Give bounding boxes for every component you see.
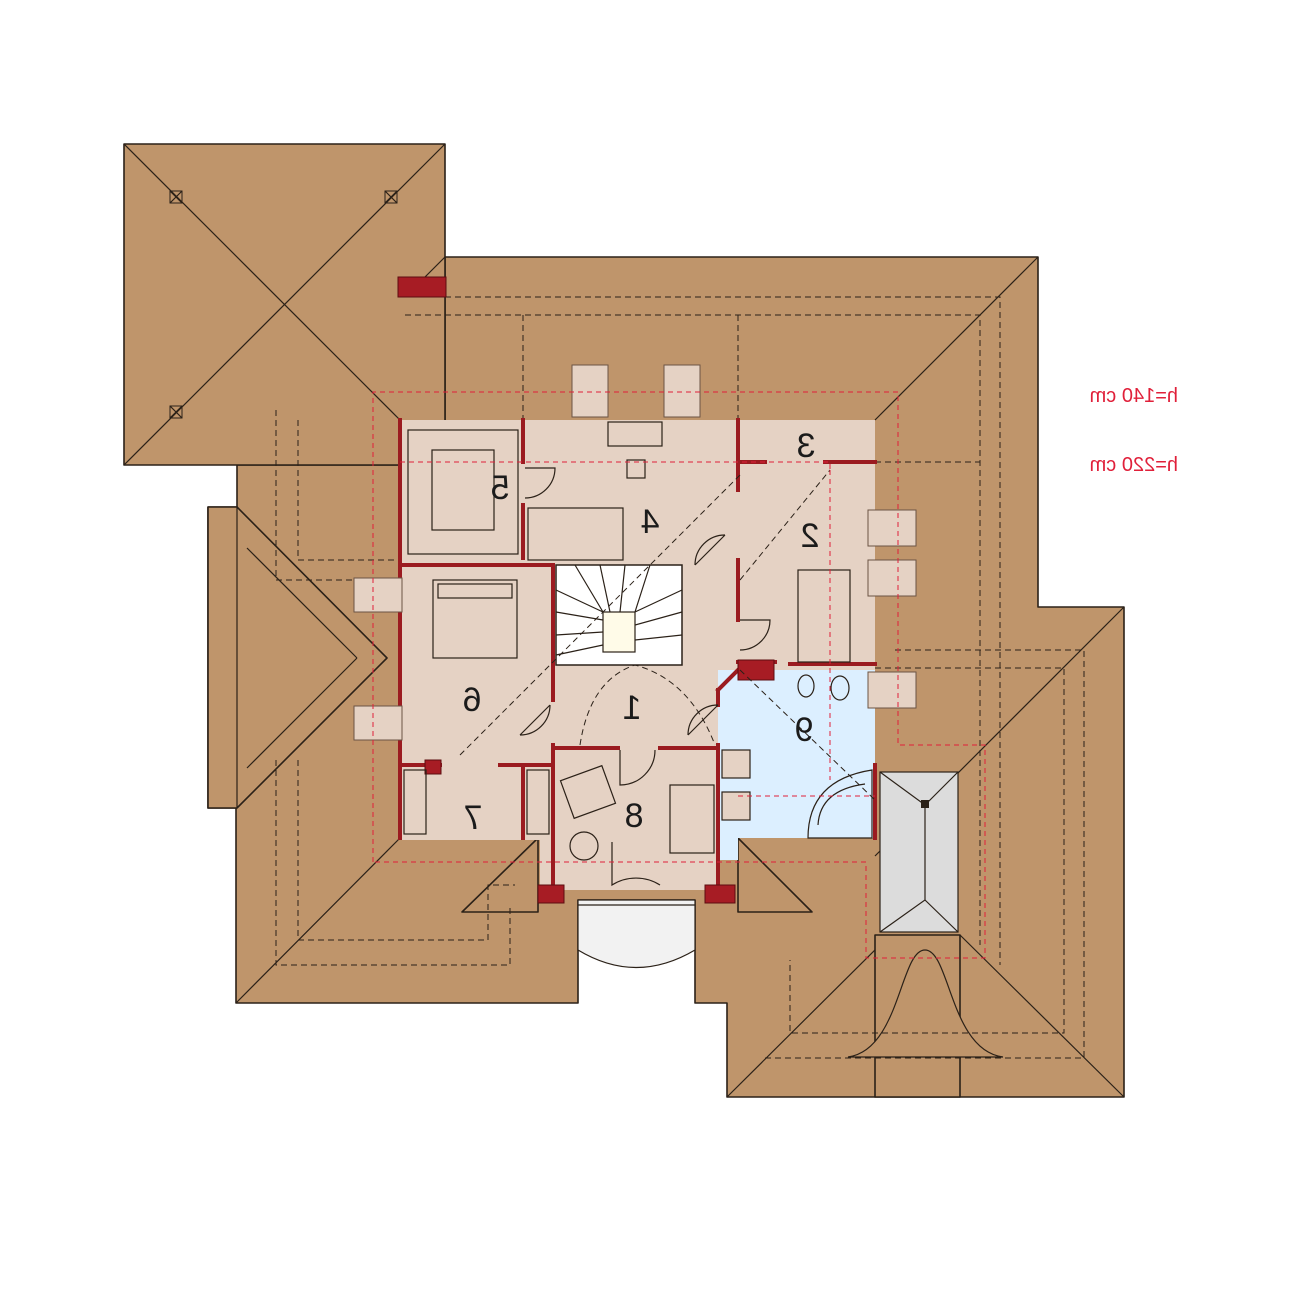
armchair — [559, 764, 617, 820]
staircase — [555, 564, 683, 666]
bed — [527, 507, 624, 561]
closet — [407, 429, 519, 555]
pillar — [424, 759, 442, 775]
dormer-roof-left — [461, 837, 539, 913]
wardrobe — [403, 769, 427, 835]
room-number-6: 6 — [463, 681, 482, 719]
desk — [607, 421, 663, 447]
room-number-7: 7 — [464, 799, 483, 837]
vent-icon — [169, 405, 183, 419]
gable-roof-left — [207, 506, 388, 809]
table — [569, 831, 599, 861]
chimney — [397, 276, 447, 298]
bed — [797, 569, 851, 663]
floor-room-2 — [718, 420, 875, 670]
sink — [721, 749, 751, 779]
height-label-220: h=220 cm — [1090, 454, 1178, 476]
room-number-8: 8 — [625, 797, 644, 835]
floor-bottom-left — [400, 760, 540, 840]
room-numbers: 1 2 3 4 5 6 7 8 9 — [463, 427, 820, 837]
pillar — [537, 884, 565, 904]
guide-lines — [459, 469, 876, 801]
sink — [721, 791, 751, 821]
balcony — [577, 899, 696, 969]
vent-icon — [384, 190, 398, 204]
bidet — [830, 675, 850, 701]
room-number-9: 9 — [795, 711, 814, 749]
pillar — [737, 659, 775, 681]
toilet — [797, 674, 815, 698]
roof-windows — [353, 364, 917, 741]
floor-bathroom — [718, 670, 875, 860]
wardrobe — [526, 769, 550, 835]
room-number-4: 4 — [641, 503, 660, 541]
room-number-2: 2 — [801, 517, 820, 555]
height-label-140: h=140 cm — [1090, 385, 1178, 407]
sofa — [669, 784, 715, 854]
vent-icon — [169, 190, 183, 204]
furniture — [403, 421, 873, 861]
room-number-3: 3 — [797, 427, 816, 465]
eyebrow-dormer — [847, 949, 1004, 1058]
dormer-roof-right — [737, 837, 813, 913]
double-bed — [432, 579, 518, 659]
bathtub — [807, 769, 873, 839]
height-lines — [372, 391, 986, 959]
pillar — [704, 884, 736, 904]
room-number-1: 1 — [623, 689, 642, 727]
height-legend: h=140 cm h=220 cm — [1090, 385, 1178, 476]
skylight — [879, 771, 959, 933]
doors — [519, 467, 771, 887]
room-number-5: 5 — [491, 469, 510, 507]
